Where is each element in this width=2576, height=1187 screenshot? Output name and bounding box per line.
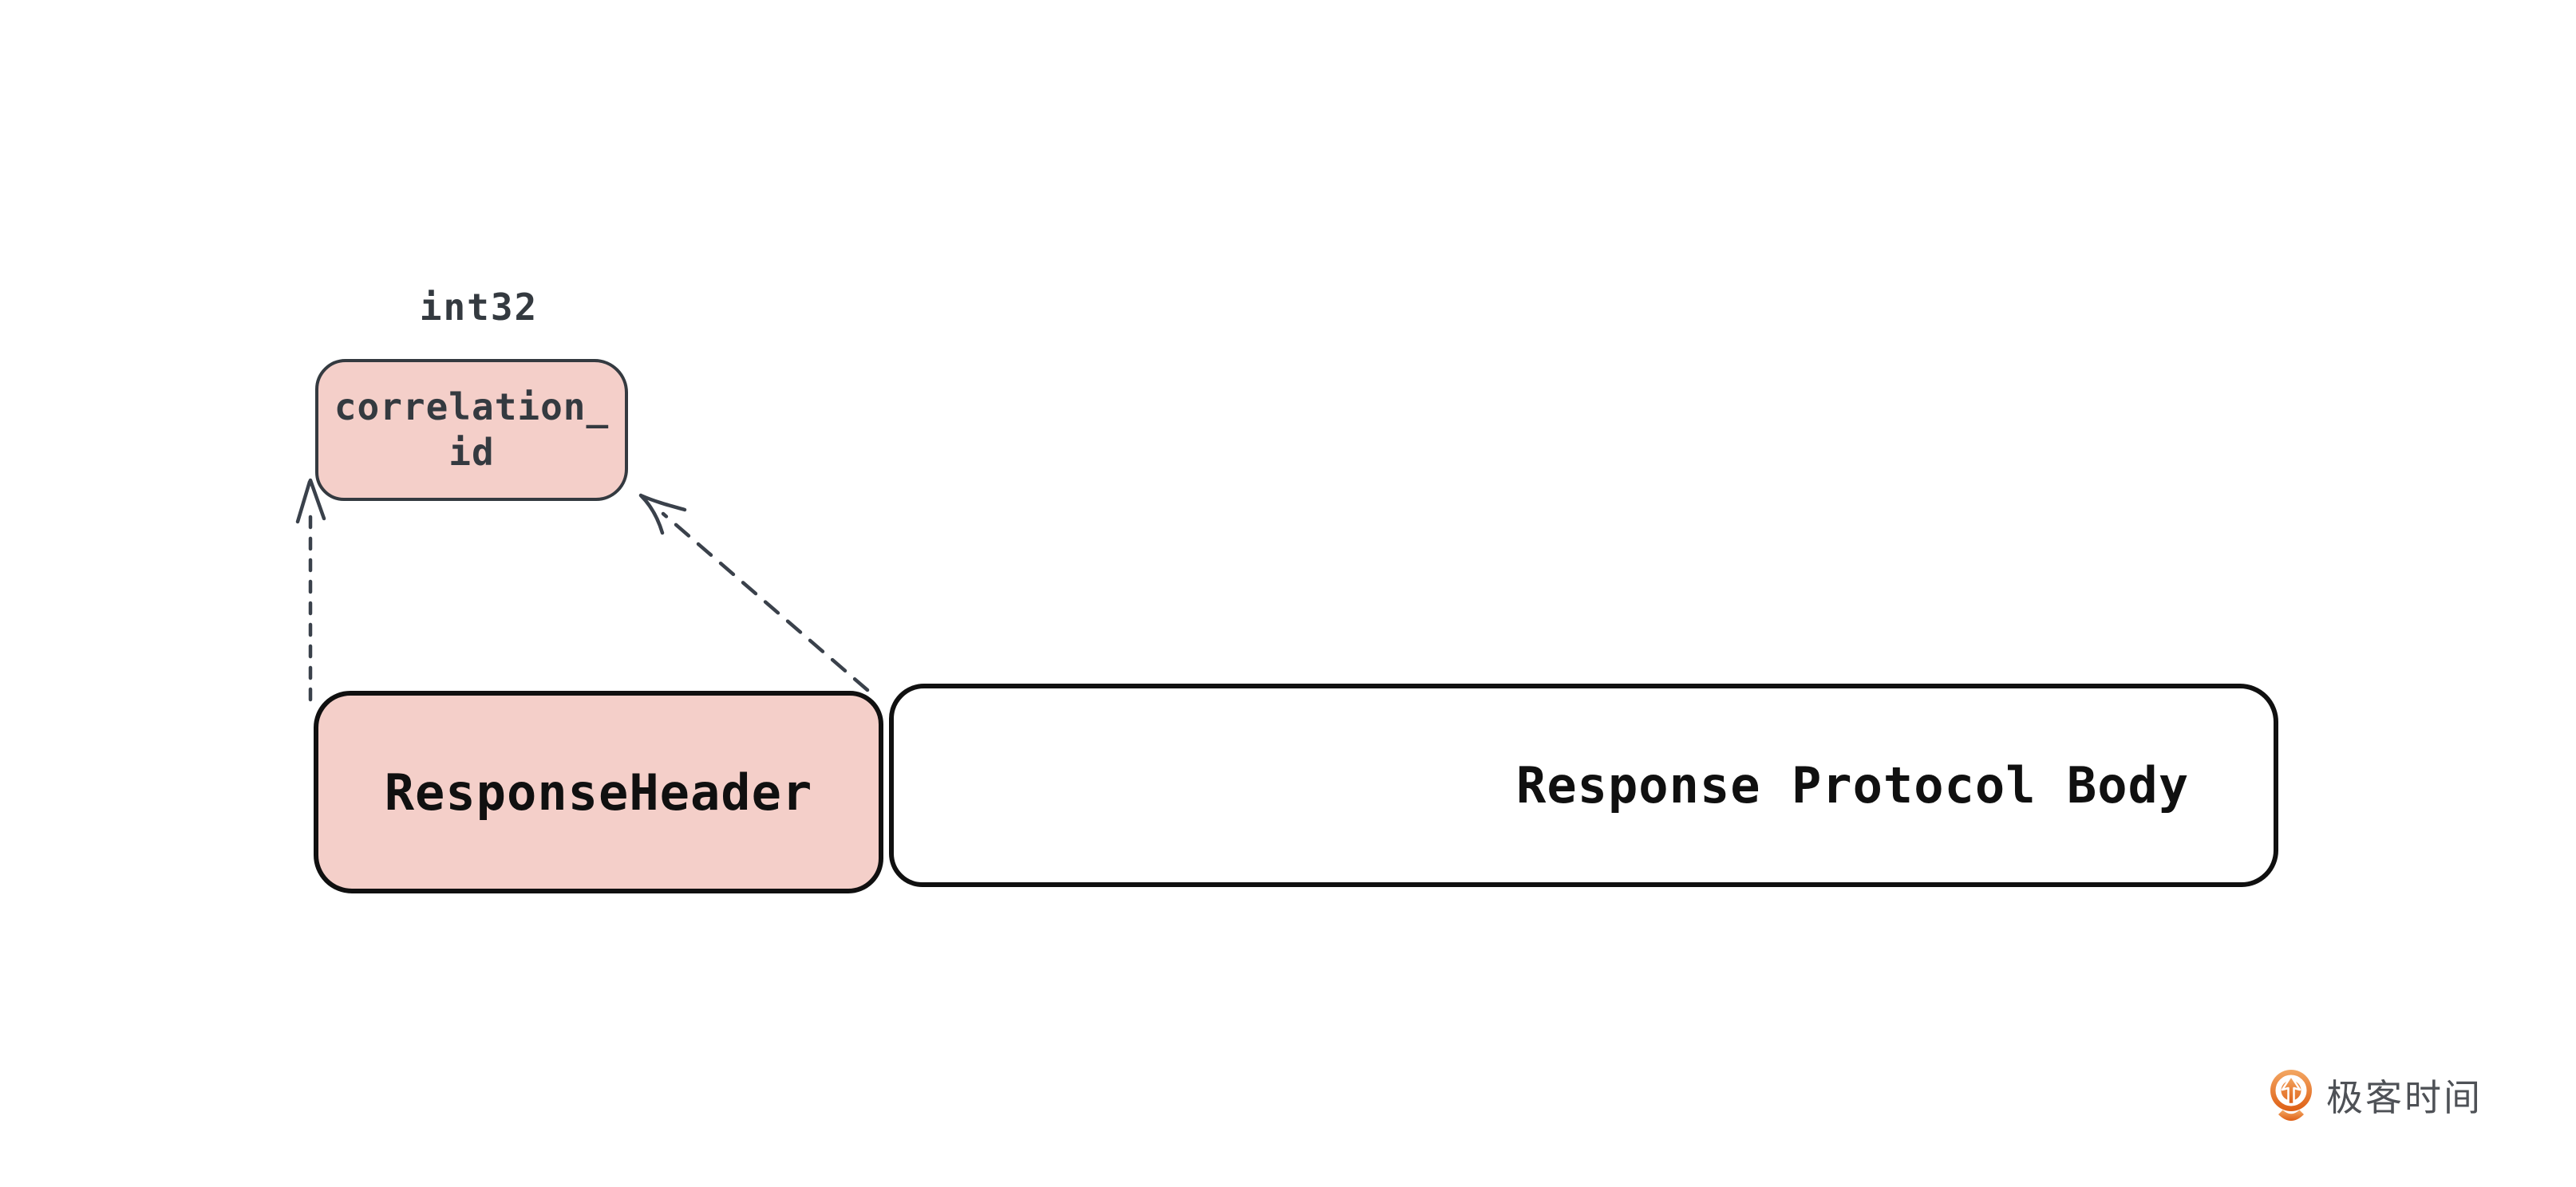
geektime-pin-icon <box>2270 1070 2312 1121</box>
correlation-id-label-line1: correlation_ <box>334 385 610 428</box>
dashed-arrow-left <box>295 478 326 702</box>
geektime-logo: 极客时间 <box>2269 1069 2483 1126</box>
correlation-id-label: correlation_ id <box>334 384 609 475</box>
response-protocol-body-label: Response Protocol Body <box>1516 756 2190 814</box>
response-protocol-body-box: Response Protocol Body <box>889 684 2278 887</box>
dashed-arrow-right <box>638 493 870 692</box>
response-header-label: ResponseHeader <box>384 763 813 822</box>
response-header-box: ResponseHeader <box>314 691 883 893</box>
correlation-id-label-line2: id <box>448 431 495 474</box>
correlation-id-box: correlation_ id <box>315 359 628 501</box>
int32-type-label: int32 <box>419 286 539 329</box>
geektime-logo-text: 极客时间 <box>2326 1076 2483 1119</box>
